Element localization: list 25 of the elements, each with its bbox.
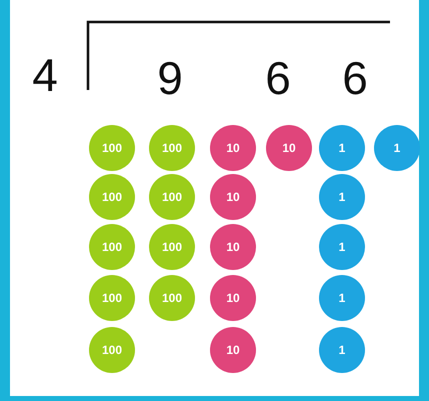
place-value-counter: 1 [319,125,365,171]
digit: 9 [157,55,183,101]
place-value-counter: 100 [89,125,135,171]
place-value-counter: 10 [210,327,256,373]
place-value-counter: 1 [319,174,365,220]
place-value-counter: 10 [266,125,312,171]
digit: 4 [32,52,58,98]
place-value-counter: 1 [319,327,365,373]
place-value-counter: 10 [210,275,256,321]
place-value-counter: 100 [149,224,195,270]
place-value-counter: 100 [89,224,135,270]
place-value-counter: 10 [210,174,256,220]
place-value-counter: 100 [89,275,135,321]
place-value-counter: 100 [149,174,195,220]
place-value-counter: 100 [89,174,135,220]
place-value-counter: 1 [374,125,420,171]
place-value-counter: 10 [210,125,256,171]
place-value-counter: 10 [210,224,256,270]
digit: 6 [342,55,368,101]
place-value-counter: 1 [319,275,365,321]
digit: 6 [265,55,291,101]
place-value-counter: 100 [149,125,195,171]
place-value-counter: 100 [89,327,135,373]
place-value-counter: 1 [319,224,365,270]
place-value-counter: 100 [149,275,195,321]
